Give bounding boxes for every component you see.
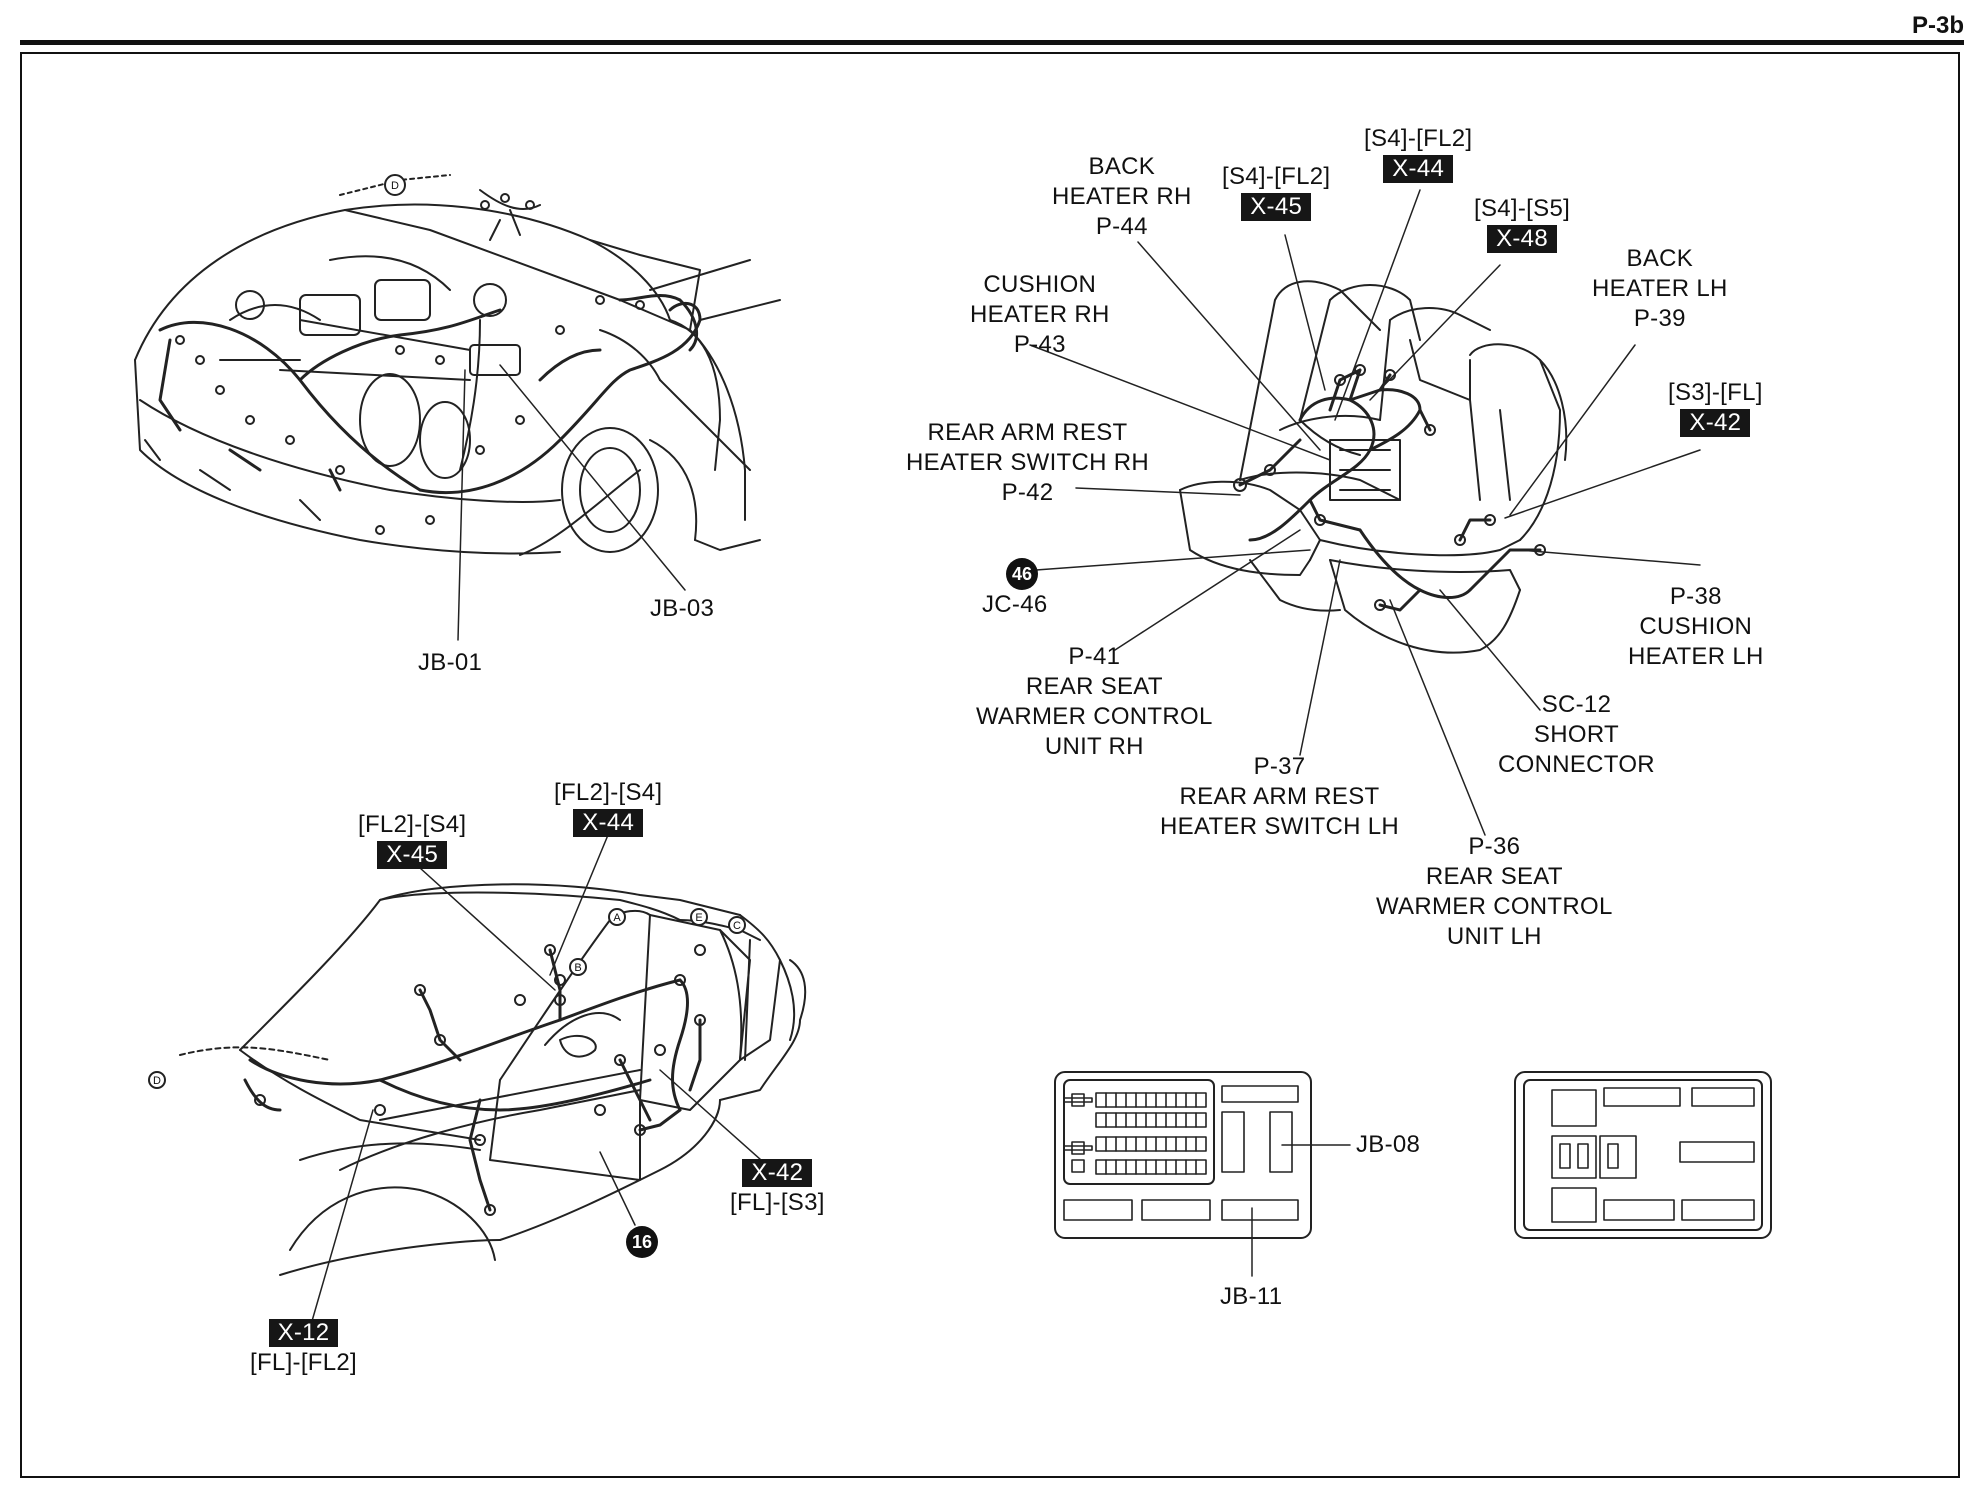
body-marker-d: D: [153, 1075, 161, 1087]
rear-x-42-group: [S3]-[FL] X-42: [1668, 378, 1763, 438]
body-x-45-group: [FL2]-[S4] X-45: [358, 810, 466, 870]
p-37-line-1: P-37: [1253, 753, 1306, 780]
p-42-label: REAR ARM REST HEATER SWITCH RH P-42: [906, 418, 1149, 508]
p-41-line-3: WARMER CONTROL: [976, 703, 1213, 730]
rear-x-42-route: [S3]-[FL]: [1668, 379, 1763, 406]
jb-01-label: JB-01: [418, 649, 483, 676]
rear-x-48-connector: X-48: [1487, 225, 1557, 253]
p-36-line-3: WARMER CONTROL: [1376, 893, 1613, 920]
p-37-line-2: REAR ARM REST: [1179, 783, 1380, 810]
sc-12-line-3: CONNECTOR: [1498, 751, 1655, 778]
body-x-44-connector: X-44: [573, 809, 644, 837]
body-x-45-connector: X-45: [377, 841, 448, 869]
rear-x-48-group: [S4]-[S5] X-48: [1474, 194, 1570, 254]
junction-box-jb08-jb11: [1054, 1071, 1351, 1277]
body-marker-c: C: [733, 920, 741, 932]
rear-x-44-group: [S4]-[FL2] X-44: [1364, 124, 1472, 184]
p-38-line-2: CUSHION: [1639, 613, 1753, 640]
body-side-leader-lines: [309, 834, 771, 1329]
p-39-label: BACK HEATER LH P-39: [1592, 244, 1728, 334]
body-marker-b: B: [574, 962, 581, 974]
p-41-line-1: P-41: [1068, 643, 1121, 670]
p-36-line-4: UNIT LH: [1446, 923, 1542, 950]
jb-08-label: JB-08: [1356, 1131, 1421, 1158]
jc-46-ground-badge: 46: [1006, 558, 1038, 590]
body-x-45-route: [FL2]-[S4]: [358, 811, 467, 838]
p-43-line-3: P-43: [1013, 331, 1066, 358]
header-rule: [20, 40, 1964, 45]
marker-d-circle: [384, 174, 406, 196]
sc-12-line-1: SC-12: [1541, 691, 1612, 718]
junction-box-right: [1514, 1071, 1772, 1239]
body-x-12-route: [FL]-[FL2]: [250, 1349, 358, 1376]
engine-bay-drawing: [134, 174, 781, 641]
rear-seat-drawing: [1179, 280, 1568, 654]
rear-seat-leader-lines: [1029, 189, 1701, 836]
p-43-line-2: HEATER RH: [970, 301, 1110, 328]
p-44-line-2: HEATER RH: [1052, 183, 1192, 210]
p-36-line-1: P-36: [1468, 833, 1521, 860]
p-44-label: BACK HEATER RH P-44: [1052, 152, 1192, 242]
body-side-drawing: [179, 883, 807, 1276]
body-x-42-route: [FL]-[S3]: [730, 1189, 825, 1216]
rear-x-45-connector: X-45: [1241, 193, 1312, 221]
p-41-label: P-41 REAR SEAT WARMER CONTROL UNIT RH: [976, 642, 1213, 762]
body-x-44-route: [FL2]-[S4]: [554, 779, 663, 806]
rear-x-45-group: [S4]-[FL2] X-45: [1222, 162, 1330, 222]
rear-x-48-route: [S4]-[S5]: [1474, 195, 1571, 222]
jb-03-label: JB-03: [650, 595, 715, 622]
p-43-label: CUSHION HEATER RH P-43: [970, 270, 1110, 360]
diagram-frame: [20, 52, 1960, 1478]
p-44-line-3: P-44: [1095, 213, 1148, 240]
p-39-line-2: HEATER LH: [1592, 275, 1728, 302]
p-42-line-1: REAR ARM REST: [927, 419, 1128, 446]
rear-x-45-route: [S4]-[FL2]: [1222, 163, 1331, 190]
p-43-line-1: CUSHION: [983, 271, 1097, 298]
body-x-44-group: [FL2]-[S4] X-44: [554, 778, 662, 838]
p-38-label: P-38 CUSHION HEATER LH: [1628, 582, 1764, 672]
p-38-line-3: HEATER LH: [1628, 643, 1764, 670]
body-marker-circles: [148, 908, 746, 1089]
rear-x-44-route: [S4]-[FL2]: [1364, 125, 1473, 152]
p-42-line-3: P-42: [1001, 479, 1054, 506]
p-39-line-1: BACK: [1626, 245, 1694, 272]
p-41-line-4: UNIT RH: [1044, 733, 1144, 760]
p-36-label: P-36 REAR SEAT WARMER CONTROL UNIT LH: [1376, 832, 1613, 952]
p-37-line-3: HEATER SWITCH LH: [1160, 813, 1400, 840]
p-42-line-2: HEATER SWITCH RH: [906, 449, 1150, 476]
engine-marker-d: D: [391, 180, 399, 192]
p-39-line-3: P-39: [1633, 305, 1686, 332]
p-37-label: P-37 REAR ARM REST HEATER SWITCH LH: [1160, 752, 1399, 842]
body-x-12-group: X-12 [FL]-[FL2]: [250, 1318, 357, 1378]
jb-11-label: JB-11: [1220, 1283, 1283, 1310]
p-44-line-1: BACK: [1088, 153, 1156, 180]
body-marker-e: E: [695, 912, 702, 924]
jc-46-label: JC-46: [982, 591, 1048, 618]
body-x-42-connector: X-42: [742, 1159, 813, 1187]
ground-16-badge: 16: [626, 1226, 658, 1258]
body-marker-a: A: [613, 912, 621, 924]
p-38-line-1: P-38: [1669, 583, 1722, 610]
sc-12-line-2: SHORT: [1533, 721, 1619, 748]
page-number: P-3b: [1911, 12, 1964, 39]
p-41-line-2: REAR SEAT: [1025, 673, 1163, 700]
rear-x-44-connector: X-44: [1383, 155, 1454, 183]
sc-12-label: SC-12 SHORT CONNECTOR: [1498, 690, 1655, 780]
p-36-line-2: REAR SEAT: [1425, 863, 1563, 890]
body-x-12-connector: X-12: [268, 1319, 339, 1347]
body-x-42-group: X-42 [FL]-[S3]: [730, 1158, 825, 1218]
rear-x-42-connector: X-42: [1680, 409, 1751, 437]
